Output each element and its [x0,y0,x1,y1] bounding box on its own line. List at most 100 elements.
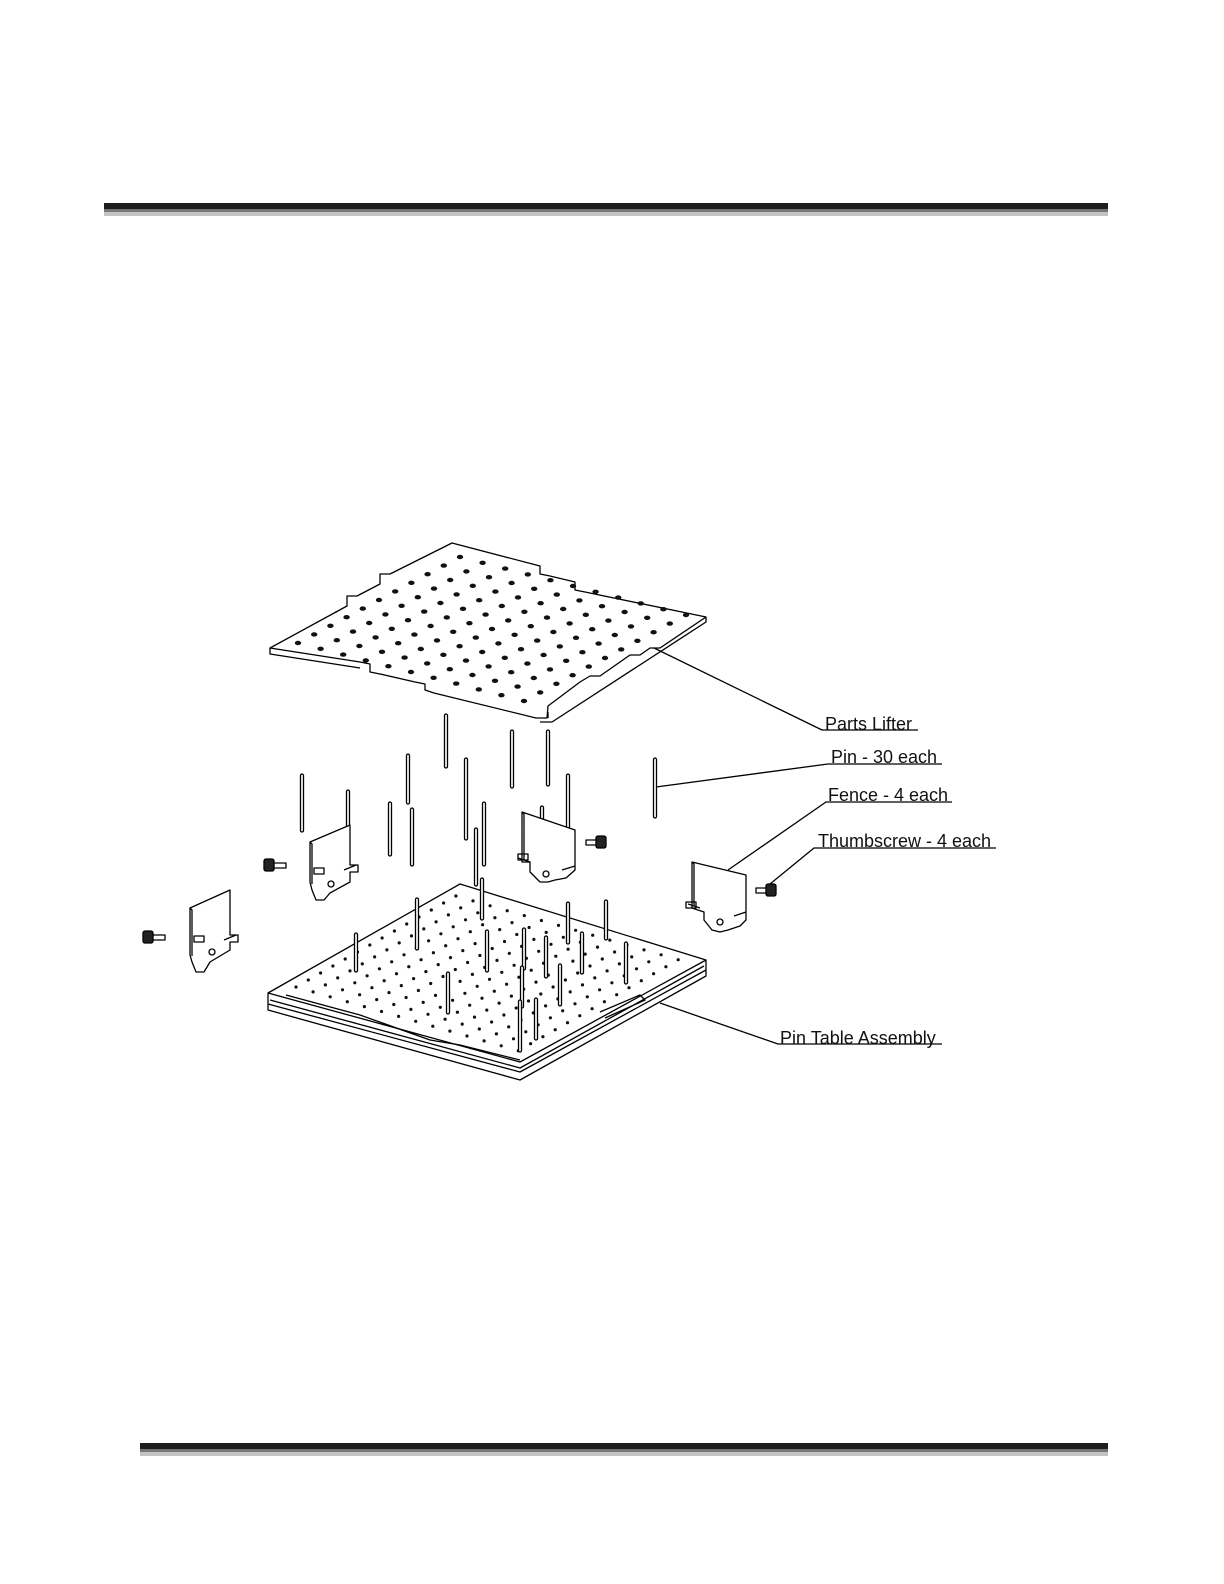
parts-lifter-plate [270,543,706,722]
table-hole [478,1027,481,1030]
table-hole [557,924,560,927]
lifter-hole [618,647,624,651]
pin [581,932,584,974]
table-hole [429,982,432,985]
lifter-hole [586,664,592,668]
label-thumbscrew: Thumbscrew - 4 each [818,831,991,851]
lifter-hole [463,569,469,573]
table-hole [442,901,445,904]
lifter-hole [605,618,611,622]
lifter-hole [418,647,424,651]
table-hole [427,939,430,942]
table-hole [449,956,452,959]
table-hole [545,931,548,934]
table-hole [485,1009,488,1012]
table-hole [402,953,405,956]
lifter-hole [470,584,476,588]
table-hole [439,1006,442,1009]
table-hole [502,1013,505,1016]
table-hole [346,1000,349,1003]
lifter-hole [540,653,546,657]
table-hole [627,986,630,989]
table-hole [606,969,609,972]
lifter-hole [405,618,411,622]
lifter-hole [486,575,492,579]
table-hole [598,988,601,991]
pin [519,1000,522,1052]
table-hole [510,921,513,924]
lifter-hole [521,610,527,614]
lifter-hole [547,667,553,671]
table-hole [505,983,508,986]
lifter-hole [415,595,421,599]
table-hole [461,949,464,952]
table-hole [400,984,403,987]
lifter-hole [505,618,511,622]
table-hole [336,976,339,979]
table-hole [468,1004,471,1007]
lifter-hole [592,590,598,594]
lifter-hole [427,624,433,628]
lifter-hole [340,652,346,656]
table-hole [454,968,457,971]
table-hole [383,979,386,982]
lifter-hole [479,561,485,565]
table-hole [578,1014,581,1017]
table-hole [588,964,591,967]
table-hole [603,1000,606,1003]
lifter-hole [431,586,437,590]
table-hole [495,959,498,962]
lifter-hole [508,670,514,674]
table-hole [476,985,479,988]
table-hole [407,965,410,968]
pin [445,714,448,768]
lifter-hole [392,589,398,593]
lifter-hole [456,644,462,648]
pin [535,998,538,1040]
table-hole [660,953,663,956]
table-hole [451,999,454,1002]
pin [654,758,657,818]
table-hole [523,914,526,917]
lifter-hole [395,641,401,645]
pin [411,808,414,866]
pin [567,774,570,834]
pin [389,802,392,856]
table-hole [540,919,543,922]
table-hole [405,996,408,999]
table-hole [381,936,384,939]
leader-thumbscrew [770,848,996,884]
table-hole [437,963,440,966]
table-hole [640,979,643,982]
table-hole [615,993,618,996]
table-hole [630,955,633,958]
table-hole [507,1025,510,1028]
lifter-hole [295,641,301,645]
lifter-hole [350,629,356,633]
lifter-hole [554,592,560,596]
lifter-hole [411,632,417,636]
table-hole [478,954,481,957]
pin [511,730,514,788]
pin [483,802,486,866]
table-hole [528,926,531,929]
table-hole [610,981,613,984]
table-hole [353,981,356,984]
table-hole [513,964,516,967]
table-hole [375,998,378,1001]
lifter-hole [514,684,520,688]
lifter-hole [372,635,378,639]
table-hole [591,1007,594,1010]
table-hole [390,960,393,963]
lifter-hole [612,633,618,637]
table-hole [464,918,467,921]
lifter-hole [602,656,608,660]
lifter-hole [453,681,459,685]
lifter-hole [440,653,446,657]
lifter-hole [595,641,601,645]
lifter-hole [389,627,395,631]
fence-middle-left [310,825,358,900]
table-hole [329,995,332,998]
lifter-hole [544,615,550,619]
